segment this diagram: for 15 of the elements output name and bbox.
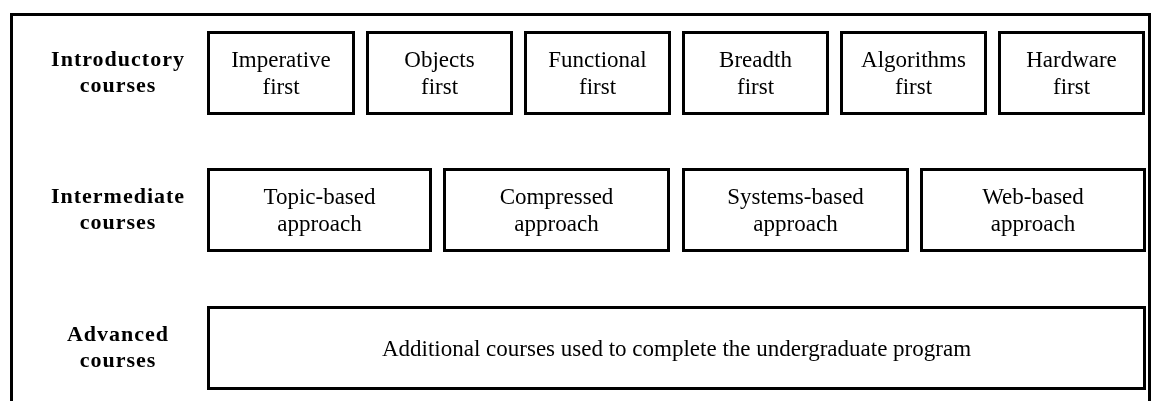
course-box: Objects first: [366, 31, 513, 115]
course-box: Topic-based approach: [207, 168, 432, 252]
row-heading: Intermediate courses: [49, 183, 187, 235]
row-heading: Introductory courses: [50, 46, 186, 98]
course-box: Hardware first: [998, 31, 1145, 115]
course-box: Functional first: [524, 31, 671, 115]
course-box: Breadth first: [682, 31, 829, 115]
course-box: Systems-based approach: [682, 168, 909, 252]
course-box: Compressed approach: [443, 168, 670, 252]
course-box: Additional courses used to complete the undergraduate program: [207, 306, 1146, 390]
row-heading: Advanced courses: [65, 321, 171, 373]
course-box: Web-based approach: [920, 168, 1146, 252]
frame-outline: [10, 13, 1151, 401]
course-box: Algorithms first: [840, 31, 987, 115]
course-box: Imperative first: [207, 31, 355, 115]
